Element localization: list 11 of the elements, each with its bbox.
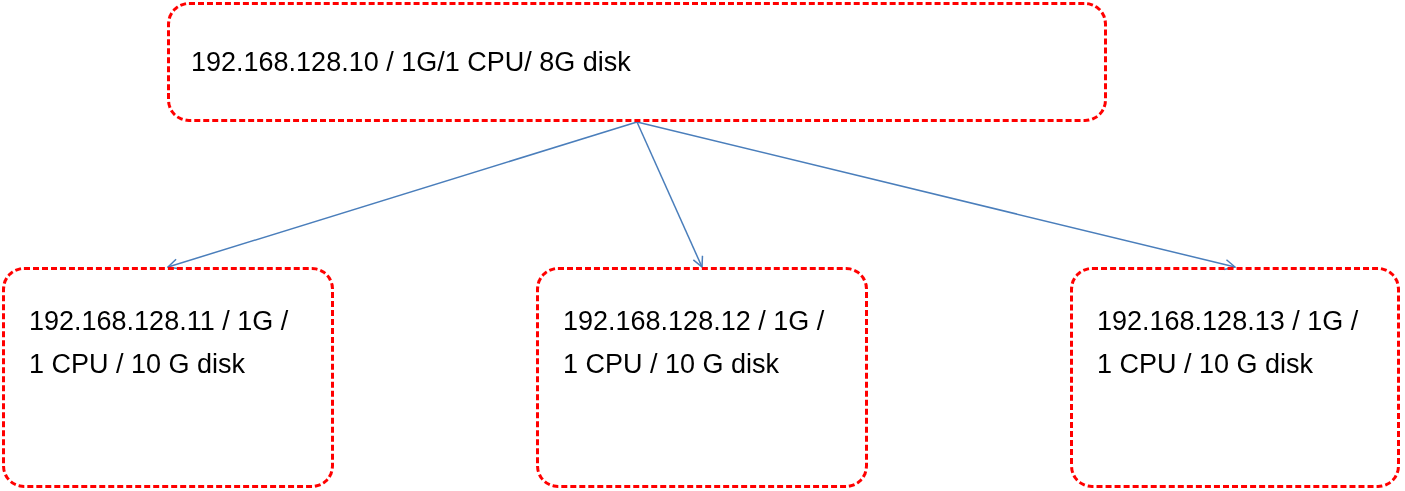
server-box: [1070, 267, 1400, 488]
server-spec-text: 192.168.128.13 / 1G / 1 CPU / 10 G disk: [1097, 305, 1360, 381]
server-box: [536, 267, 868, 488]
server-spec-text: 192.168.128.11 / 1G / 1 CPU / 10 G disk: [29, 305, 290, 381]
arrow: [167, 121, 638, 270]
server-spec-text: 192.168.128.10 / 1G/1 CPU/ 8G disk: [191, 45, 631, 79]
arrow: [636, 121, 1236, 271]
arrow: [636, 121, 704, 268]
server-spec-text: 192.168.128.12 / 1G / 1 CPU / 10 G disk: [563, 305, 826, 381]
server-box: [2, 267, 334, 488]
server-box: [167, 2, 1107, 122]
